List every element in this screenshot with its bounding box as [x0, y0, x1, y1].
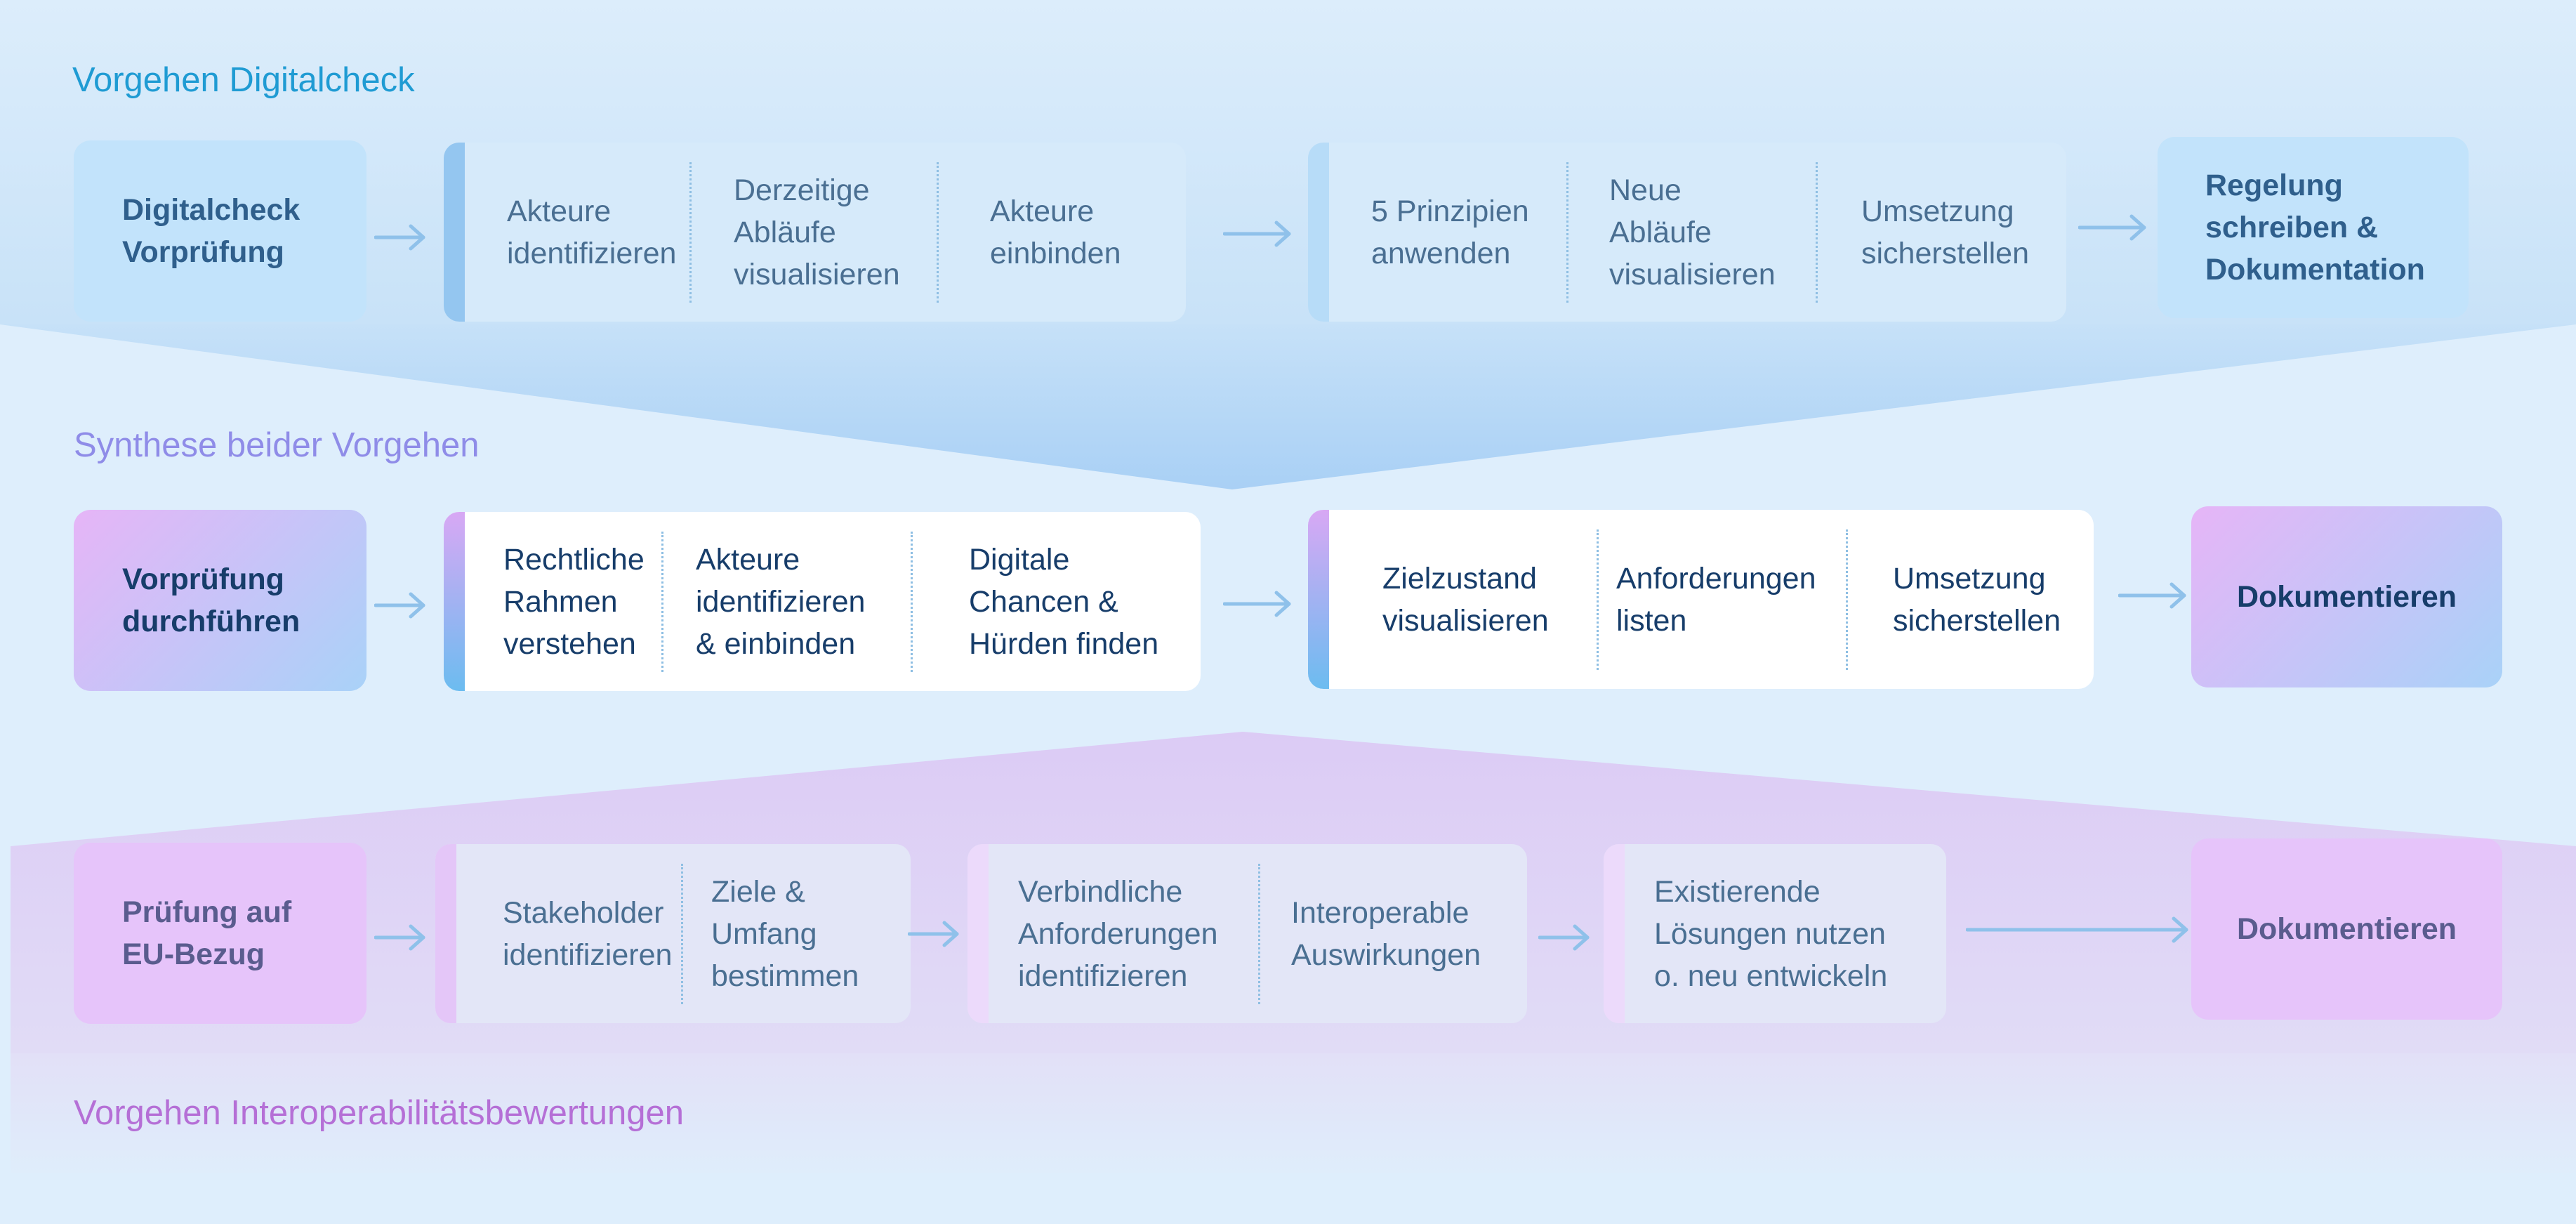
arrow-right-icon — [2118, 582, 2186, 609]
box-line: Prüfung auf — [122, 895, 292, 929]
box-line: Vorprüfung — [122, 562, 284, 596]
box-line: Dokumentieren — [2236, 580, 2457, 614]
box-line: Dokumentieren — [2236, 912, 2457, 946]
group-accent-bar — [435, 844, 456, 1023]
arrow-right-icon — [908, 921, 959, 947]
arrow-right-icon — [2078, 214, 2146, 241]
group-accent-bar — [1604, 844, 1625, 1023]
group-accent-bar — [1308, 143, 1329, 322]
arrow-right-icon — [1966, 916, 2188, 943]
arrow-right-icon — [1538, 924, 1590, 951]
group-accent-bar — [1308, 510, 1329, 689]
box-line: schreiben & — [2205, 211, 2379, 244]
interop-start-box: Prüfung auf EU-Bezug — [74, 843, 366, 1024]
box-line: durchführen — [122, 605, 300, 638]
interop-title: Vorgehen Interoperabilitätsbewertungen — [74, 1094, 685, 1132]
box-line: Digitalcheck — [122, 193, 300, 227]
interop-end-box: Dokumentieren — [2191, 838, 2502, 1020]
group-accent-bar — [444, 512, 465, 691]
group-accent-bar — [444, 143, 465, 322]
synthese-start-box: Vorprüfung durchführen — [74, 510, 366, 691]
arrow-right-icon — [374, 224, 425, 251]
box-line: EU-Bezug — [122, 937, 265, 971]
group-accent-bar — [967, 844, 989, 1023]
synthese-title: Synthese beider Vorgehen — [74, 426, 480, 464]
box-line: Vorprüfung — [122, 235, 284, 269]
digitalcheck-end-box: Regelung schreiben & Dokumentation — [2158, 137, 2469, 318]
box-line: Dokumentation — [2205, 253, 2425, 287]
box-line: Regelung — [2205, 169, 2343, 202]
arrow-right-icon — [1223, 221, 1291, 247]
arrow-right-icon — [1223, 591, 1291, 617]
digitalcheck-title: Vorgehen Digitalcheck — [72, 61, 415, 99]
digitalcheck-start-box: Digitalcheck Vorprüfung — [74, 140, 366, 322]
arrow-right-icon — [374, 924, 425, 951]
synthese-end-box: Dokumentieren — [2191, 506, 2502, 687]
arrow-right-icon — [374, 592, 425, 619]
